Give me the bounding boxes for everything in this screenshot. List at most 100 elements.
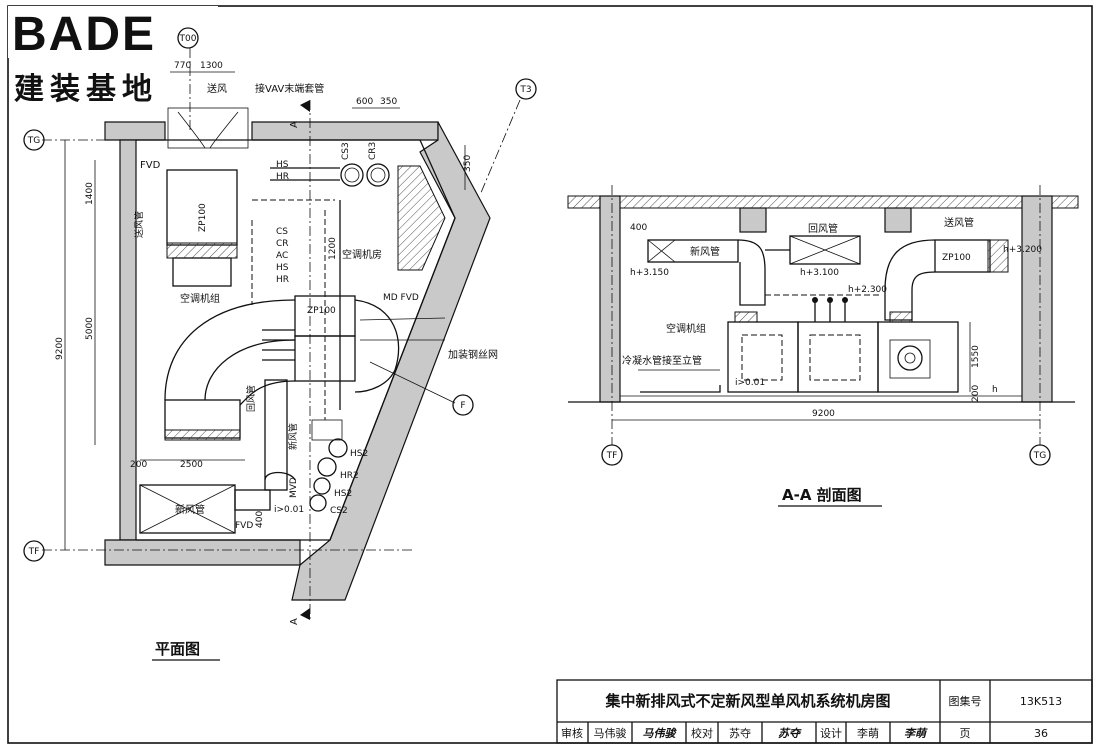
section-column-right	[1021, 195, 1053, 403]
section-grid-bubble-tf	[601, 444, 623, 466]
plan-riser-hs2b	[313, 477, 331, 495]
section-label-d200: 200	[971, 385, 981, 402]
section-fresh-drop	[737, 239, 766, 306]
section-label-supply-pipe: 送风管	[944, 216, 974, 229]
plan-wall-bottom	[104, 539, 301, 566]
plan-dim-350: 350	[380, 97, 397, 107]
plan-section-arrow-top	[300, 100, 310, 112]
plan-label-mesh: 加装钢丝网	[448, 348, 498, 361]
plan-grid-label-tf: TF	[28, 547, 40, 557]
plan-shaft	[397, 165, 446, 271]
plan-grid-bubble-f	[452, 394, 474, 416]
title-block-proofreader: 苏夺	[729, 727, 751, 740]
plan-label-vav: 接VAV末端套管	[255, 82, 324, 95]
plan-dim-2500: 2500	[180, 460, 203, 470]
plan-label-fvd-bottom: FVD	[235, 521, 253, 531]
plan-riser-cs3	[340, 163, 364, 187]
plan-intake-louvre	[167, 107, 249, 149]
plan-label-send-pipe: 送风管	[133, 211, 145, 238]
plan-label-cs3: CS3	[341, 142, 351, 160]
title-block-design-label: 设计	[820, 727, 842, 740]
section-beam-2	[884, 207, 912, 233]
plan-door-swing-left	[177, 111, 206, 149]
plan-riser-cs2	[309, 494, 327, 512]
plan-fresh-curve	[264, 471, 296, 481]
plan-section-arrow-bottom	[300, 608, 310, 620]
plan-fresh-link	[234, 489, 271, 511]
plan-label-thr2: HR2	[340, 471, 359, 481]
section-slab	[567, 195, 1079, 209]
section-grid-label-tf: TF	[606, 451, 618, 461]
plan-wall-left	[119, 139, 137, 541]
section-ahu-right	[877, 321, 959, 393]
plan-wall-top-left	[104, 121, 166, 141]
plan-label-ths2: HS2	[350, 449, 368, 459]
plan-label-fvd-top: FVD	[140, 160, 161, 171]
section-fan	[897, 345, 923, 371]
plan-dim-770: 770	[174, 61, 191, 71]
plan-wall-diagonal	[291, 121, 491, 601]
title-block-proof-label: 校对	[691, 726, 713, 740]
plan-label-hr2: HR	[276, 275, 289, 285]
section-fresh-duct	[647, 239, 739, 263]
plan-dim-200: 200	[130, 460, 147, 470]
sheet-frame	[7, 5, 1093, 744]
plan-label-hs2: HS	[276, 263, 289, 273]
plan-section-mark-bottom: A	[289, 618, 300, 625]
plan-ahu-curve-outer	[164, 299, 296, 401]
title-block-designer-sig: 李萌	[904, 727, 928, 740]
plan-grid-t3	[479, 99, 521, 196]
plan-ahu-curve-inner	[204, 339, 296, 401]
section-grid-bubble-tg	[1029, 444, 1051, 466]
title-block-atlas-no: 13K513	[1020, 695, 1062, 708]
title-block-title: 集中新排风式不定新风型单风机系统机房图	[604, 692, 890, 710]
plan-label-bhs2: HS2	[334, 489, 352, 499]
plan-label-hs: HS	[276, 160, 289, 170]
section-dim-400: 400	[630, 223, 647, 233]
plan-floor-drain	[311, 419, 343, 441]
logo: BADE 建装基地	[8, 6, 218, 107]
plan-label-md-fvd: MD FVD	[383, 293, 419, 303]
title-block: 集中新排风式不定新风型单风机系统机房图 图集号 13K513 审核 马伟骏 马伟…	[556, 679, 1093, 744]
title-block-reviewer: 马伟骏	[594, 726, 627, 740]
plan-caption: 平面图	[155, 640, 200, 658]
plan-fresh-duct-vert	[264, 379, 288, 491]
section-supply-flex	[987, 239, 1009, 273]
plan-grid-label-tg: TG	[27, 136, 40, 146]
plan-grid-bubble-t00	[177, 27, 199, 49]
section-label-ahu-unit: 空调机组	[666, 322, 706, 335]
section-caption: A-A 剖面图	[782, 486, 862, 504]
logo-brand: BADE	[12, 8, 156, 61]
title-block-reviewer-sig: 马伟骏	[643, 727, 678, 740]
section-label-h3100: h+3.100	[800, 268, 839, 278]
plan-mesh-leader-1	[359, 317, 446, 321]
plan-dim-5000: 5000	[85, 317, 95, 340]
section-condensate	[640, 385, 721, 393]
section-column-left	[599, 195, 621, 403]
plan-label-zp100b: ZP100	[307, 306, 336, 316]
section-view: TF TG 400 回风管 送风管 新风管 h+3.150 h+3.100 ZP…	[567, 185, 1079, 507]
plan-label-return-pipe: 回风管	[245, 385, 257, 412]
title-block-page-no: 36	[1034, 727, 1048, 740]
plan-label-zp100: ZP100	[198, 203, 208, 232]
plan-grid-label-t00: T00	[179, 34, 197, 44]
plan-label-fresh-box: 新风管	[175, 503, 205, 516]
plan-label-cr: CR	[276, 239, 289, 249]
plan-grid-label-f: F	[460, 401, 465, 411]
plan-riser-cr3	[366, 163, 390, 187]
title-block-proofreader-sig: 苏夺	[778, 727, 802, 740]
section-supply-curve	[884, 239, 936, 321]
section-label-d9200: 9200	[812, 409, 835, 419]
section-label-return-pipe: 回风管	[808, 222, 838, 235]
section-label-h-mark: h	[992, 385, 998, 395]
plan-wall-top-right	[251, 121, 439, 141]
title-block-designer: 李萌	[857, 726, 879, 740]
plan-dim-1400: 1400	[85, 182, 95, 205]
section-label-zp100: ZP100	[942, 253, 971, 263]
plan-label-ahu-room: 空调机房	[342, 248, 382, 261]
plan-ahu-outlet-curve	[354, 299, 400, 393]
plan-grid-label-t3: T3	[519, 85, 531, 95]
title-block-atlas-label: 图集号	[949, 694, 982, 708]
plan-label-ac: AC	[276, 251, 288, 261]
